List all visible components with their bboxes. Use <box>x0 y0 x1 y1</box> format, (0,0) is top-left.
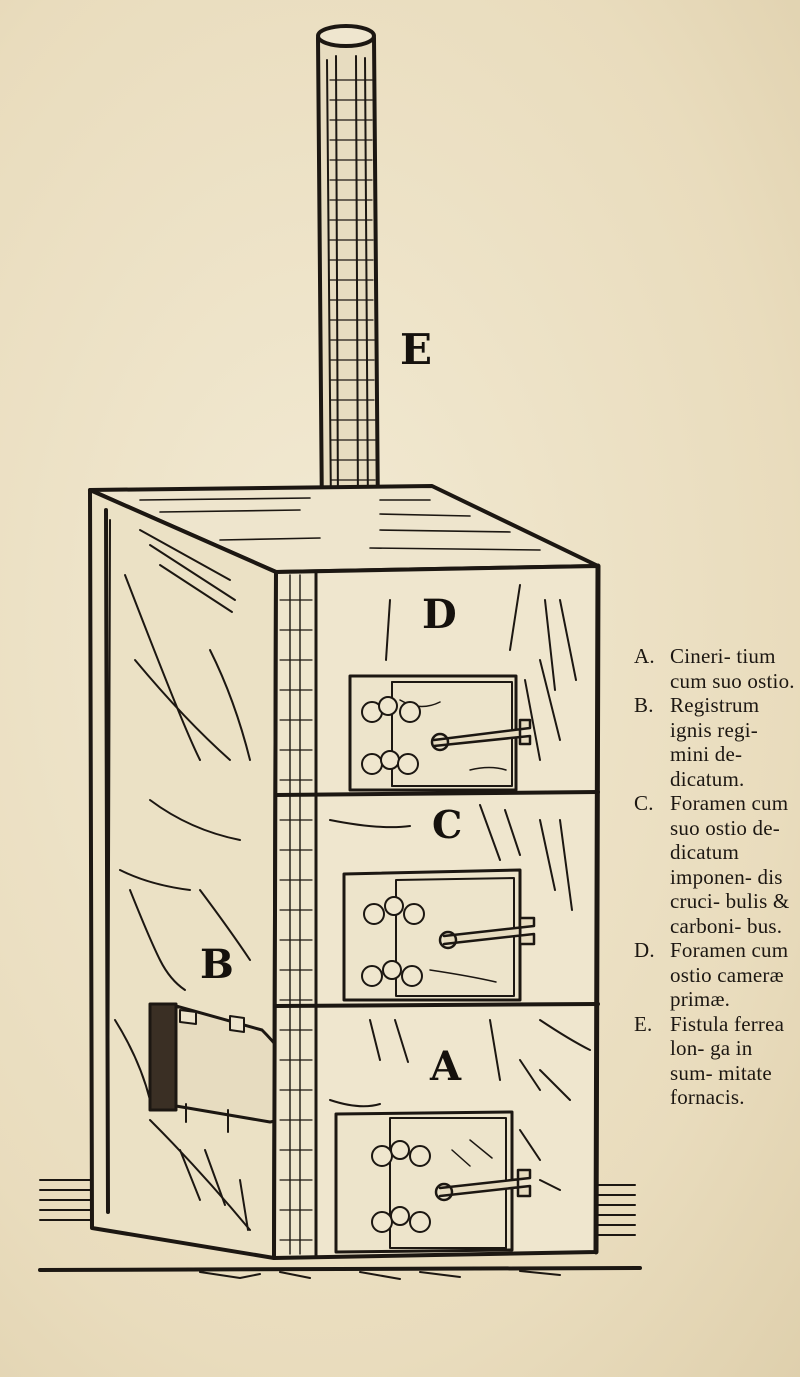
legend-entry-a: A. Cineri- tium cum suo ostio. <box>634 644 798 693</box>
legend-key: E. <box>634 1011 653 1036</box>
legend-key: D. <box>634 938 655 962</box>
legend-text: Cineri- tium cum suo ostio. <box>670 644 795 693</box>
legend-text: Fistula ferrea lon- ga in sum- mitate fo… <box>670 1011 785 1110</box>
label-e: E <box>400 325 432 374</box>
label-a: A <box>429 1043 462 1090</box>
door-c <box>342 868 536 1002</box>
door-d <box>348 674 532 792</box>
legend-entry-b: B. Registrum ignis regi- mini de- dicatu… <box>634 693 798 791</box>
ground-lines <box>38 1179 642 1280</box>
furnace-left-face <box>88 488 331 1260</box>
legend-entry-e: E. Fistula ferrea lon- ga in sum- mitate… <box>634 1011 798 1110</box>
legend-text: Registrum ignis regi- mini de- dicatum. <box>670 693 760 791</box>
legend-entry-c: C. Foramen cum suo ostio de- dicatum imp… <box>634 791 798 938</box>
furnace-front-face <box>272 564 600 1260</box>
legend-entry-d: D. Foramen cum ostio cameræ primæ. <box>634 938 798 1012</box>
label-d: D <box>422 591 457 638</box>
legend-text: Foramen cum suo ostio de- dicatum impone… <box>670 791 790 938</box>
label-c: C <box>432 802 462 847</box>
chimney-pipe <box>316 24 380 522</box>
label-b: B <box>200 941 234 988</box>
legend-key: C. <box>634 791 654 815</box>
legend-key: B. <box>634 693 654 717</box>
figure-legend: A. Cineri- tium cum suo ostio. B. Regist… <box>634 644 798 1110</box>
legend-key: A. <box>634 644 655 668</box>
door-a <box>334 1110 532 1254</box>
legend-text: Foramen cum ostio cameræ primæ. <box>670 938 789 1011</box>
